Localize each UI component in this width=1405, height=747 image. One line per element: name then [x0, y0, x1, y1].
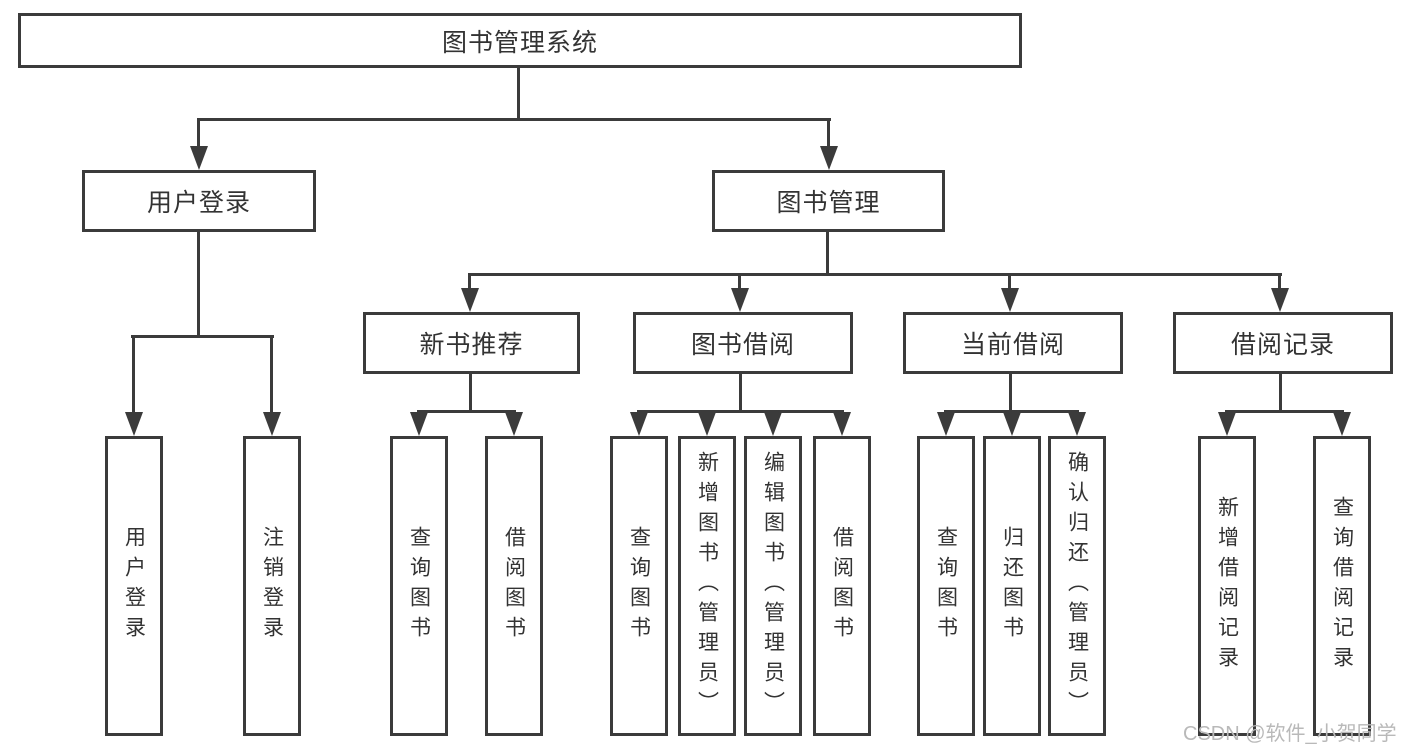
edge-root-drop-line [827, 118, 830, 150]
node-book-management: 图书管理 [712, 170, 945, 232]
leaf-borrow-books-borrow: 借阅图书 [813, 436, 871, 736]
arrowhead-icon [630, 412, 648, 436]
node-root: 图书管理系统 [18, 13, 1022, 68]
leaf-borrow-books-newbooks: 借阅图书 [485, 436, 543, 736]
arrowhead-icon [1068, 412, 1086, 436]
arrowhead-icon [1218, 412, 1236, 436]
edge-newbooks-rail-line [417, 410, 516, 413]
node-book-borrow-label: 图书借阅 [690, 331, 795, 359]
arrowhead-icon [125, 412, 143, 436]
leaf-add-books-admin-label: 新增图书（管理员） [695, 451, 719, 721]
edge-mgmt-stem-line [826, 232, 829, 276]
node-user-login-label: 用户登录 [146, 189, 251, 217]
leaf-query-books-newbooks: 查询图书 [390, 436, 448, 736]
leaf-add-books-admin: 新增图书（管理员） [678, 436, 736, 736]
arrowhead-icon [410, 412, 428, 436]
arrowhead-icon [764, 412, 782, 436]
arrowhead-icon [731, 288, 749, 312]
edge-borrow-rail-line [637, 410, 844, 413]
leaf-user-login-label: 用户登录 [122, 526, 146, 646]
leaf-add-borrow-record-label: 新增借阅记录 [1215, 496, 1239, 676]
node-user-login: 用户登录 [82, 170, 316, 232]
leaf-edit-books-admin: 编辑图书（管理员） [744, 436, 802, 736]
leaf-borrow-books-borrow-label: 借阅图书 [830, 526, 854, 646]
edge-mgmt-rail-line [468, 273, 1282, 276]
leaf-add-borrow-record: 新增借阅记录 [1198, 436, 1256, 736]
leaf-query-borrow-record: 查询借阅记录 [1313, 436, 1371, 736]
arrowhead-icon [833, 412, 851, 436]
leaf-user-login: 用户登录 [105, 436, 163, 736]
node-new-book-recommend-label: 新书推荐 [419, 331, 524, 359]
edge-login-rail-line [131, 335, 274, 338]
edge-records-stem-line [1279, 374, 1282, 413]
edge-newbooks-stem-line [469, 374, 472, 413]
leaf-return-books-label: 归还图书 [1000, 526, 1024, 646]
leaf-query-books-newbooks-label: 查询图书 [407, 526, 431, 646]
arrowhead-icon [461, 288, 479, 312]
leaf-query-books-borrow-label: 查询图书 [627, 526, 651, 646]
node-root-label: 图书管理系统 [441, 28, 598, 57]
edge-borrow-stem-line [739, 374, 742, 413]
edge-root-drop-line [197, 118, 200, 150]
arrowhead-icon [937, 412, 955, 436]
edge-records-rail-line [1225, 410, 1344, 413]
arrowhead-icon [820, 146, 838, 170]
leaf-borrow-books-newbooks-label: 借阅图书 [502, 526, 526, 646]
leaf-query-borrow-record-label: 查询借阅记录 [1330, 496, 1354, 676]
edge-mgmt-drop-line [1008, 273, 1011, 290]
csdn-watermark: CSDN @软件_小贺同学 [1183, 723, 1397, 745]
arrowhead-icon [1001, 288, 1019, 312]
leaf-logout-label: 注销登录 [260, 526, 284, 646]
edge-mgmt-drop-line [738, 273, 741, 290]
edge-login-drop-line [270, 335, 273, 414]
edge-mgmt-drop-line [1278, 273, 1281, 290]
arrowhead-icon [1271, 288, 1289, 312]
edge-mgmt-drop-line [468, 273, 471, 290]
node-new-book-recommend: 新书推荐 [363, 312, 580, 374]
edge-login-drop-line [132, 335, 135, 414]
leaf-return-books: 归还图书 [983, 436, 1041, 736]
arrowhead-icon [190, 146, 208, 170]
arrowhead-icon [698, 412, 716, 436]
edge-root-stem-line [517, 68, 520, 121]
edge-root-rail-line [197, 118, 831, 121]
edge-current-stem-line [1009, 374, 1012, 413]
node-current-borrow-label: 当前借阅 [960, 331, 1065, 359]
leaf-query-books-current-label: 查询图书 [934, 526, 958, 646]
node-book-borrow: 图书借阅 [633, 312, 853, 374]
leaf-confirm-return-admin-label: 确认归还（管理员） [1065, 451, 1089, 721]
arrowhead-icon [1333, 412, 1351, 436]
node-current-borrow: 当前借阅 [903, 312, 1123, 374]
node-book-management-label: 图书管理 [776, 189, 881, 217]
node-borrow-records: 借阅记录 [1173, 312, 1393, 374]
edge-login-stem-line [197, 232, 200, 338]
leaf-query-books-borrow: 查询图书 [610, 436, 668, 736]
leaf-query-books-current: 查询图书 [917, 436, 975, 736]
arrowhead-icon [505, 412, 523, 436]
node-borrow-records-label: 借阅记录 [1230, 331, 1335, 359]
leaf-logout: 注销登录 [243, 436, 301, 736]
arrowhead-icon [1003, 412, 1021, 436]
leaf-edit-books-admin-label: 编辑图书（管理员） [761, 451, 785, 721]
leaf-confirm-return-admin: 确认归还（管理员） [1048, 436, 1106, 736]
arrowhead-icon [263, 412, 281, 436]
edge-current-rail-line [944, 410, 1079, 413]
